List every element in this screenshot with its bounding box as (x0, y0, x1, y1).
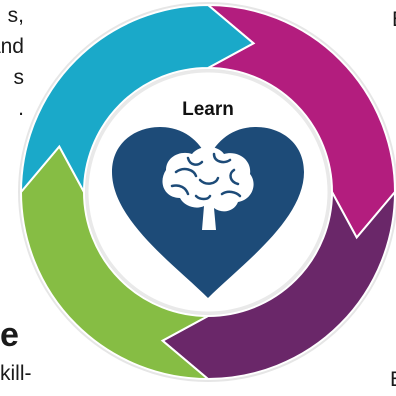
right-cropped-text-bottom: E (390, 364, 396, 395)
cycle-arrow-cyan (19, 3, 256, 195)
cycle-segments (19, 3, 396, 381)
left-cropped-heading: e (0, 316, 19, 354)
center-title: Learn (182, 99, 234, 120)
heart-brain-icon (112, 127, 304, 298)
left-cropped-text-bottom: kill- (0, 362, 32, 385)
left-cropped-text: s, and s . (0, 4, 24, 120)
right-cropped-text-top: E (392, 4, 396, 35)
brain-icon (162, 146, 254, 230)
